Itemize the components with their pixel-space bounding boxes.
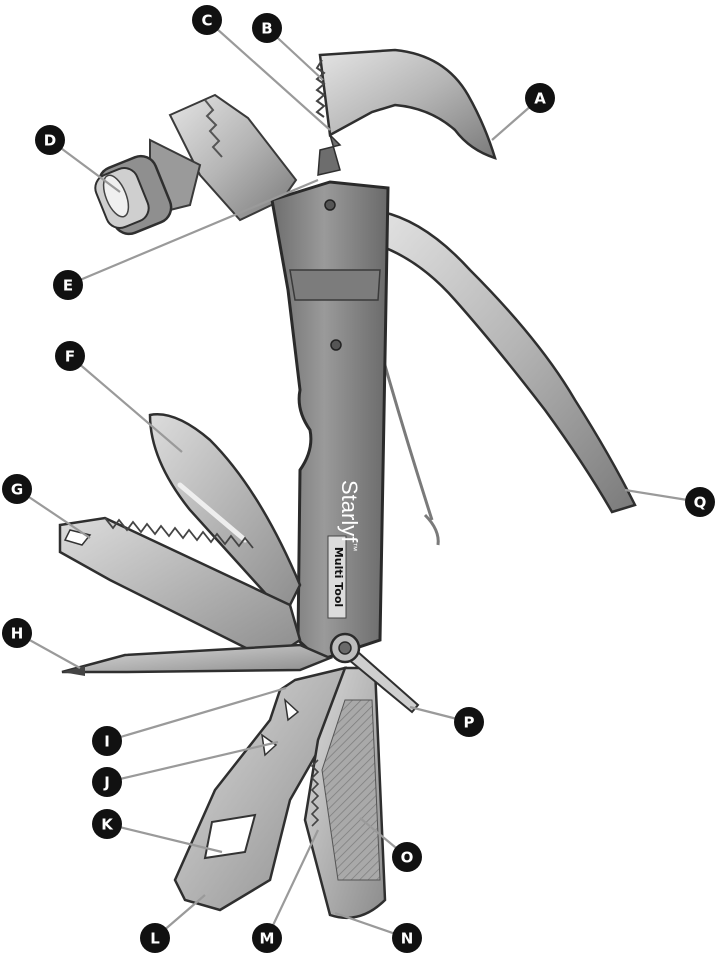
callout-d: D [35,125,120,192]
screwdriver-blade [62,645,330,676]
callout-letter: B [261,20,272,38]
callout-letter: J [103,774,110,792]
callout-letter: N [401,930,414,948]
callout-letter: O [401,849,414,867]
callout-letter: F [65,348,75,366]
brand-logo-text: Starlyf™ [337,480,362,551]
claw-hammer-head [317,50,495,175]
trademark-mark: ™ [349,542,359,551]
callout-letter: M [260,930,275,948]
callout-p: P [410,707,484,737]
callout-q: Q [625,487,715,517]
callout-letter: E [63,277,73,295]
callout-letter: A [534,90,546,108]
callout-letter: C [201,12,212,30]
callout-letter: D [44,132,56,150]
callout-letter: I [104,733,110,751]
callout-a: A [492,83,555,140]
callout-h: H [2,618,80,668]
callout-letter: L [150,930,160,948]
callout-letter: H [11,625,24,643]
callout-letter: P [464,714,475,732]
callout-f: F [55,341,182,452]
tool-illustration: Starlyf™ Multi Tool [60,50,635,918]
callout-g: G [2,474,90,538]
callout-letter: G [11,481,23,499]
model-label: Multi Tool [332,547,345,607]
callout-letter: Q [694,494,707,512]
callout-letter: K [101,816,114,834]
callout-l: L [140,895,205,953]
plier-handle-arm [370,210,635,545]
leader-line [70,356,182,452]
